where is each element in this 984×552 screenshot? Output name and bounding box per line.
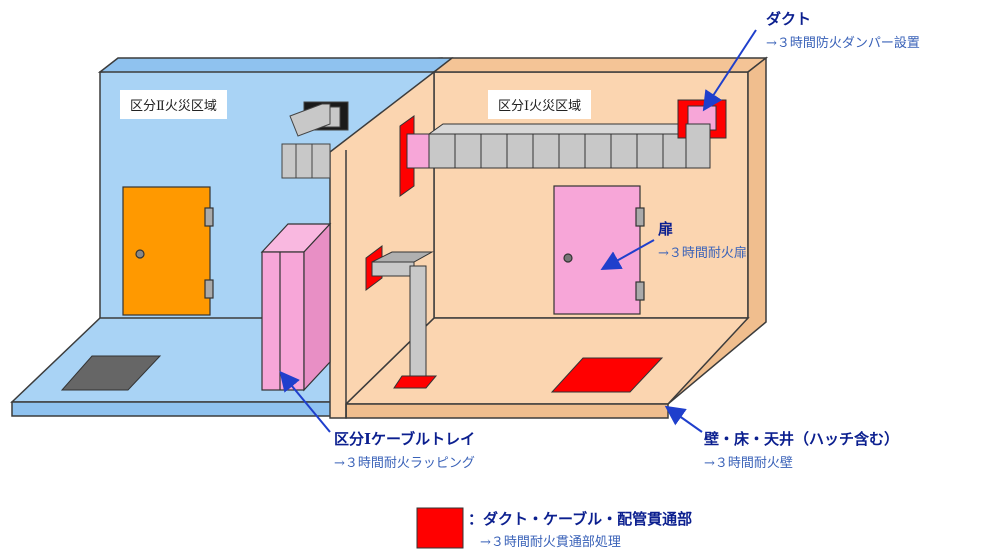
- callout-arrows: [279, 29, 757, 433]
- callout-wall-sub: →３時間耐火壁: [704, 456, 793, 471]
- arrow-wall: [664, 405, 703, 433]
- floor-penetration-hatch: [550, 357, 664, 393]
- cable-tray-wrapping: [260, 222, 332, 392]
- left-room-top-edge: [97, 57, 454, 73]
- callout-tray-sub: →３時間耐火ラッピング: [334, 456, 475, 471]
- callout-wall-title: 壁・床・天井（ハッチ含む）: [704, 430, 900, 448]
- callout-tray-title: 区分Ⅰケーブルトレイ: [334, 430, 476, 448]
- left-room-floor-front: [11, 401, 333, 417]
- left-floor-hatch: [60, 355, 162, 391]
- legend-title: ：ダクト・ケーブル・配管貫通部: [468, 510, 693, 528]
- callout-door-title: 扉: [658, 220, 674, 238]
- arrow-duct: [702, 29, 757, 112]
- arrow-door: [600, 239, 655, 270]
- left-room-label: 区分Ⅱ火災区域: [120, 90, 227, 119]
- right-room-top: [431, 57, 769, 73]
- main-duct: [399, 99, 727, 197]
- callout-duct-sub: →３時間防火ダンパー設置: [766, 36, 920, 51]
- left-door: [122, 186, 214, 316]
- legend-sub: →３時間耐火貫通部処理: [480, 535, 621, 550]
- arrow-tray: [279, 370, 331, 433]
- right-room-floor-front: [345, 403, 669, 419]
- pipe: [365, 245, 438, 389]
- left-duct: [281, 101, 349, 179]
- callout-door-sub: →３時間耐火扉: [658, 246, 747, 261]
- callout-duct-title: ダクト: [766, 10, 812, 28]
- legend-swatch: [416, 507, 464, 549]
- floor-penetration-pipe: [393, 375, 438, 389]
- right-door: [553, 185, 645, 315]
- right-room-label: 区分Ⅰ火災区域: [488, 90, 592, 119]
